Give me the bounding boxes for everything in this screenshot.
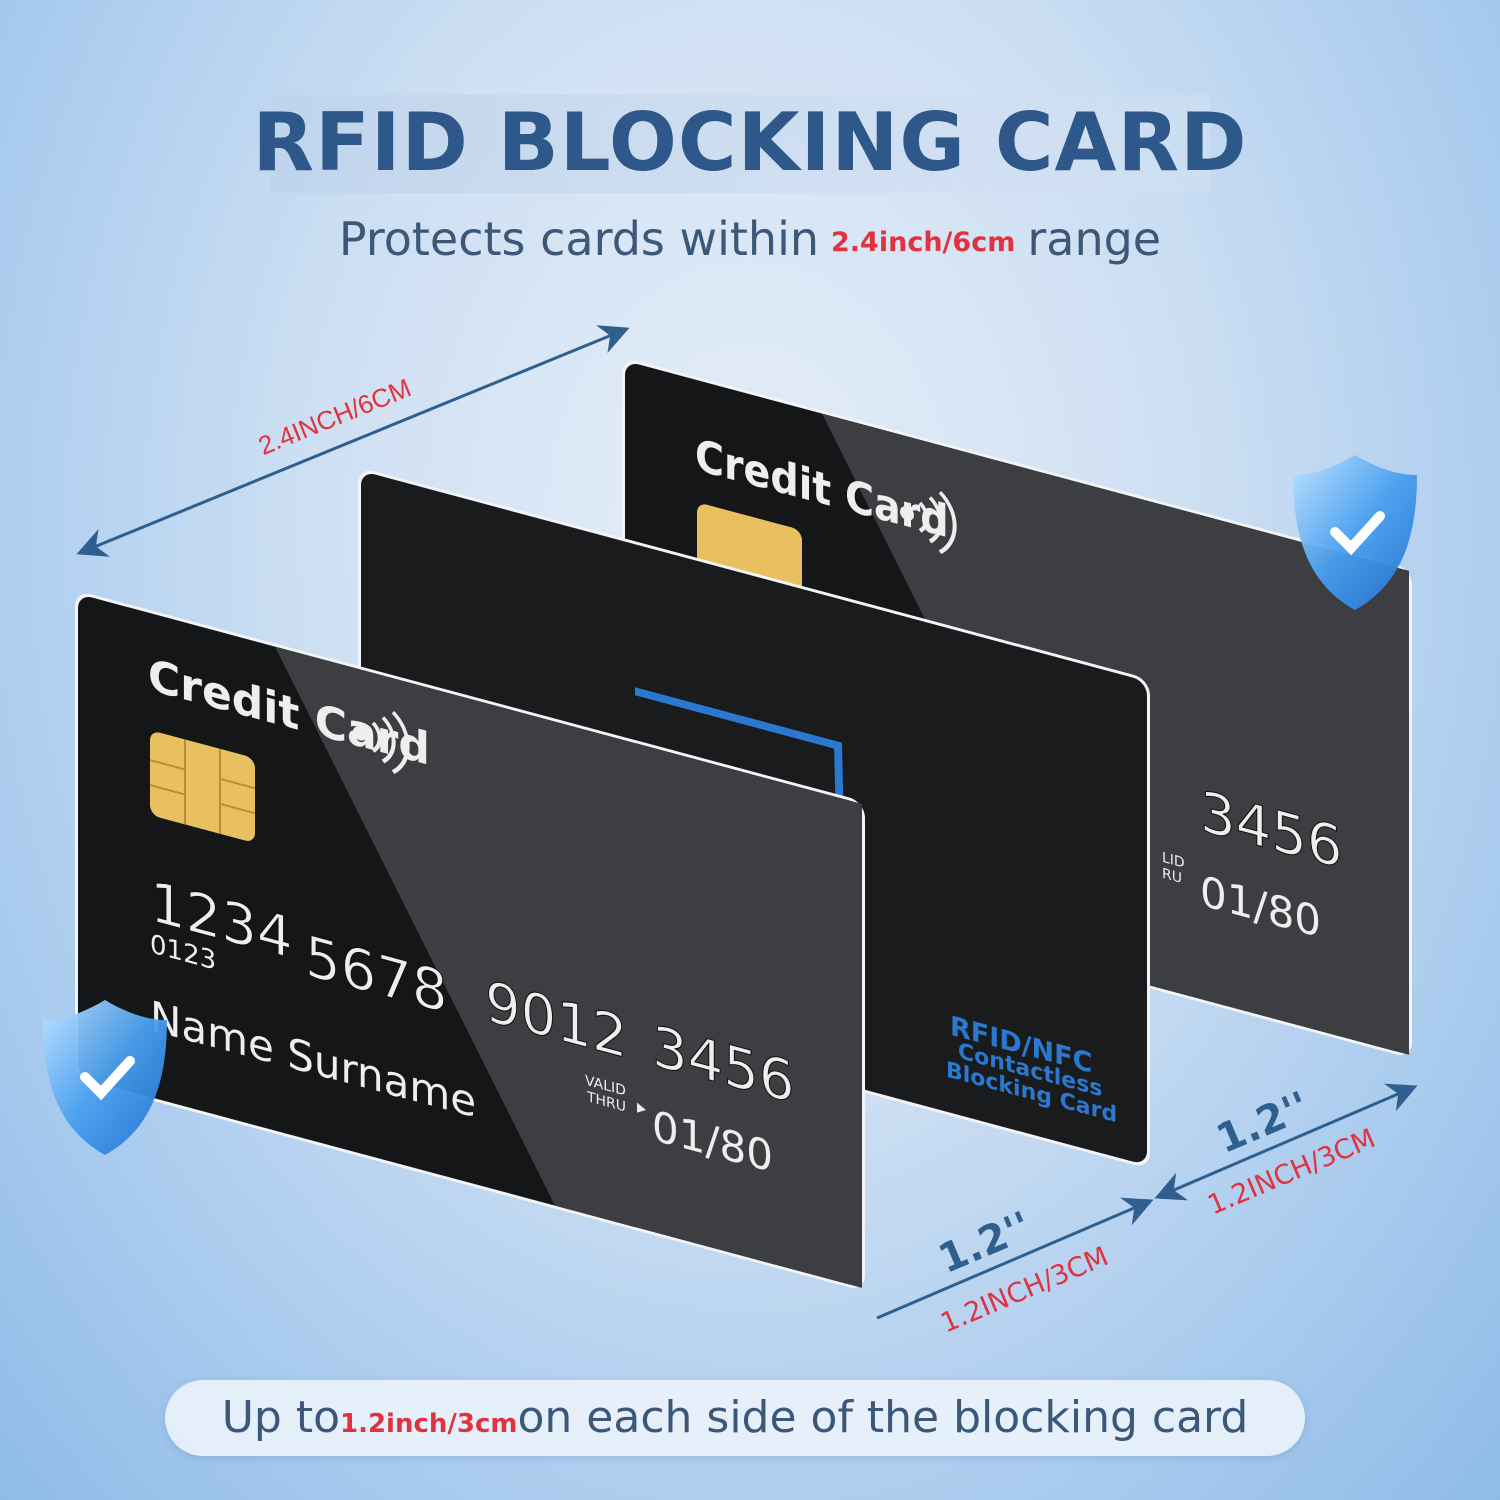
back-valid-label-2: RU xyxy=(1162,866,1182,887)
chip-icon xyxy=(150,732,255,841)
footer-prefix: Up to xyxy=(221,1392,340,1443)
contactless-icon xyxy=(353,710,410,775)
page-title: RFID BLOCKING CARD xyxy=(252,96,1248,189)
subtitle-prefix: Protects cards within xyxy=(338,212,820,266)
width-arrow xyxy=(76,325,630,557)
footer-suffix: on each side of the blocking card xyxy=(517,1392,1249,1443)
footer-highlight: 1.2inch/3cm xyxy=(340,1409,518,1439)
front-credit-card: Credit Card 1234 0123 5678 9012 3456 Nam… xyxy=(75,593,865,1288)
left-gap-arrow xyxy=(876,1197,1154,1320)
shield-check-icon xyxy=(1293,455,1417,610)
back-valid-label-1: LID xyxy=(1162,850,1185,872)
subtitle-suffix: range xyxy=(1027,212,1162,266)
contactless-icon xyxy=(900,490,957,555)
footer-banner: Up to1.2inch/3cmon each side of the bloc… xyxy=(165,1380,1305,1456)
shield-check-icon xyxy=(43,1000,167,1155)
right-gap-arrow xyxy=(1154,1083,1418,1201)
subtitle: Protects cards within 2.4inch/6cm range xyxy=(0,212,1500,266)
subtitle-highlight: 2.4inch/6cm xyxy=(831,227,1016,258)
title-band xyxy=(270,95,1210,193)
